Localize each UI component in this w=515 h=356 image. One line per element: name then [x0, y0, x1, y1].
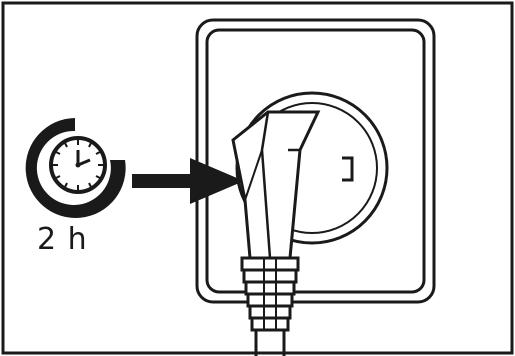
- wall-socket-icon: [197, 20, 434, 302]
- arrow-right-icon: [132, 158, 244, 204]
- timer-clock-icon: [26, 118, 126, 218]
- plug-icon: [233, 112, 318, 356]
- duration-label: 2 h: [37, 222, 137, 257]
